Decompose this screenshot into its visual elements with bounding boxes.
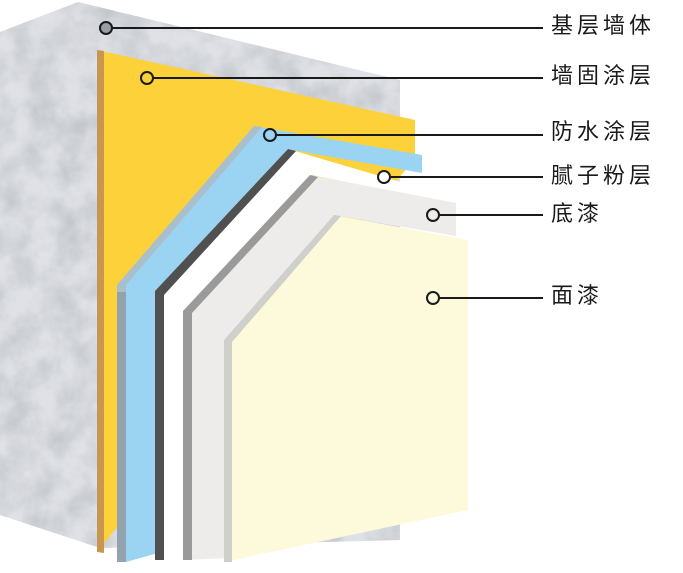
marker-putty [377, 170, 391, 184]
label-topcoat: 面漆 [551, 284, 604, 309]
marker-base-wall [99, 21, 113, 35]
putty-layer [155, 149, 455, 560]
marker-primer [426, 208, 440, 222]
label-putty: 腻子粉层 [551, 164, 656, 189]
primer-layer [183, 175, 456, 560]
waterproof-layer [117, 126, 422, 562]
marker-waterproof [263, 128, 277, 142]
label-primer: 底漆 [551, 202, 604, 227]
label-base-wall: 基层墙体 [551, 14, 656, 39]
leader-lines [99, 21, 543, 305]
marker-sealer [140, 71, 154, 85]
marker-topcoat [426, 291, 440, 305]
label-waterproof: 防水涂层 [551, 120, 656, 145]
topcoat-layer [224, 215, 468, 562]
label-sealer: 墙固涂层 [551, 64, 656, 89]
